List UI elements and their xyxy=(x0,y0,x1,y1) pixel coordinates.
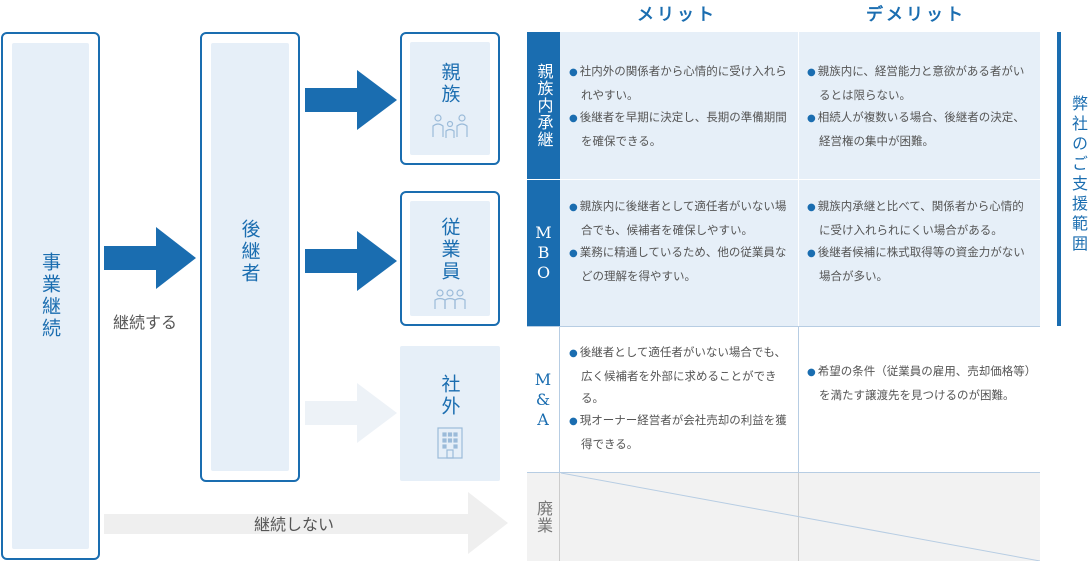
merit-item: 親族内に後継者として適任者がいない場合でも、候補者を確保しやすい。 xyxy=(569,195,790,241)
demerit-item: 親族内に、経営能力と意欲がある者がいるとは限らない。 xyxy=(807,60,1032,106)
external-box: 社外 xyxy=(400,346,500,481)
table-row: 親族内承継 社内外の関係者から心情的に受け入れられやすい。 後継者を早期に決定し… xyxy=(527,32,1040,180)
family-label: 親族 xyxy=(438,62,461,106)
support-scope-bar xyxy=(1057,32,1061,326)
continue-arrow xyxy=(104,227,196,289)
demerit-header: デメリット xyxy=(866,5,966,25)
row-label: 親族内承継 xyxy=(534,63,554,148)
family-box: 親族 xyxy=(400,32,500,165)
demerit-item: 親族内承継と比べて、関係者から心情的に受け入れられにくい場合がある。 xyxy=(807,195,1032,241)
employees-icon xyxy=(434,289,466,309)
merit-item: 後継者として適任者がいない場合でも、広く候補者を外部に求めることができる。 xyxy=(569,341,790,409)
external-label: 社外 xyxy=(438,374,461,418)
demerit-item: 希望の条件（従業員の雇用、売却価格等）を満たす譲渡先を見つけるのが困難。 xyxy=(807,360,1032,406)
family-icon xyxy=(432,114,468,138)
table-row: MBO 親族内に後継者として適任者がいない場合でも、候補者を確保しやすい。 業務… xyxy=(527,180,1040,326)
table-row: 廃業 xyxy=(527,473,1040,561)
table-row: M&A 後継者として適任者がいない場合でも、広く候補者を外部に求めることができる… xyxy=(527,326,1040,473)
successor-label: 後継者 xyxy=(238,219,261,285)
merit-header: メリット xyxy=(637,5,717,25)
not-continue-label: 継続しない xyxy=(254,515,335,534)
demerit-item: 後継者候補に株式取得等の資金力がない場合が多い。 xyxy=(807,241,1032,287)
row-label: M&A xyxy=(533,369,553,430)
diagonal-line xyxy=(561,473,1040,561)
successor-box: 後継者 xyxy=(200,32,300,482)
employees-label: 従業員 xyxy=(438,217,461,283)
building-icon xyxy=(437,427,463,459)
employees-box: 従業員 xyxy=(400,191,500,326)
row-label: 廃業 xyxy=(534,500,553,534)
merit-item: 業務に精通しているため、他の従業員などの理解を得やすい。 xyxy=(569,241,790,287)
arrow-to-family xyxy=(305,70,397,130)
merit-item: 後継者を早期に決定し、長期の準備期間を確保できる。 xyxy=(569,106,790,152)
business-continuation-box: 事業継続 xyxy=(1,32,100,560)
support-scope-label: 弊社のご支援範囲 xyxy=(1069,95,1088,255)
not-continue-arrow xyxy=(104,492,508,554)
merit-item: 現オーナー経営者が会社売却の利益を獲得できる。 xyxy=(569,409,790,455)
arrow-to-employees xyxy=(305,231,397,291)
arrow-to-external xyxy=(305,383,397,443)
demerit-item: 相続人が複数いる場合、後継者の決定、経営権の集中が困難。 xyxy=(807,106,1032,152)
business-continuation-label: 事業継続 xyxy=(39,252,61,340)
continue-label: 継続する xyxy=(113,313,178,332)
row-label: MBO xyxy=(534,223,553,283)
merit-item: 社内外の関係者から心情的に受け入れられやすい。 xyxy=(569,60,790,106)
